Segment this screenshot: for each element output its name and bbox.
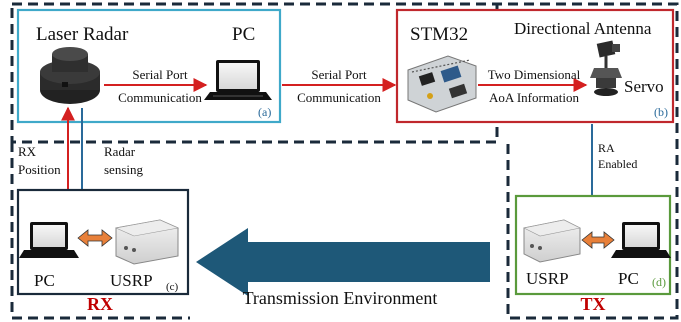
box-a-tag: (a) [258, 105, 271, 119]
box-a-title-laser-radar: Laser Radar [36, 24, 129, 45]
laptop-d-icon [611, 222, 671, 258]
transmission-environment-label: Transmission Environment [243, 288, 438, 308]
box-b-title-stm32: STM32 [410, 24, 468, 45]
servo-label: Servo [624, 77, 664, 96]
box-b-tag: (b) [654, 105, 668, 119]
rx-position-label-1: RX [18, 144, 37, 159]
laser-radar-icon [40, 47, 100, 104]
radar-sensing-label-1: Radar [104, 144, 136, 159]
laptop-c-icon [19, 222, 79, 258]
box-d-usrp-label: USRP [526, 269, 569, 288]
tx-region-outline [380, 2, 679, 320]
stm32-board-icon [407, 55, 477, 113]
usrp-d-icon [523, 219, 581, 263]
serial-port-label-a2: Communication [118, 90, 202, 105]
ra-enabled-label-2: Enabled [598, 157, 637, 171]
bidirectional-arrow-d [581, 231, 615, 249]
box-d-tag: (d) [652, 275, 666, 289]
usrp-c-icon [114, 219, 180, 265]
rx-region-label: RX [87, 294, 113, 314]
box-b-title-antenna: Directional Antenna [514, 19, 652, 38]
box-d-pc-label: PC [618, 269, 639, 288]
serial-port-label-b1: Serial Port [311, 67, 367, 82]
ra-enabled-label-1: RA [598, 141, 615, 155]
box-c-usrp-label: USRP [110, 271, 153, 290]
box-c-pc-label: PC [34, 271, 55, 290]
aoa-label-2: AoA Information [489, 90, 579, 105]
radar-sensing-label-2: sensing [104, 162, 144, 177]
box-a-title-pc: PC [232, 24, 255, 45]
tx-region-label: TX [580, 294, 605, 314]
rx-position-label-2: Position [18, 162, 61, 177]
bidirectional-arrow-c [77, 229, 113, 247]
box-c-tag: (c) [166, 281, 179, 293]
directional-antenna-icon [590, 40, 622, 96]
transmission-arrow [196, 228, 490, 296]
aoa-label-1: Two Dimensional [488, 67, 581, 82]
rx-region-outline [10, 2, 499, 144]
rx-lower-region-outline [10, 142, 190, 320]
serial-port-label-b2: Communication [297, 90, 381, 105]
serial-port-label-a1: Serial Port [132, 67, 188, 82]
laptop-a-icon [204, 60, 272, 100]
